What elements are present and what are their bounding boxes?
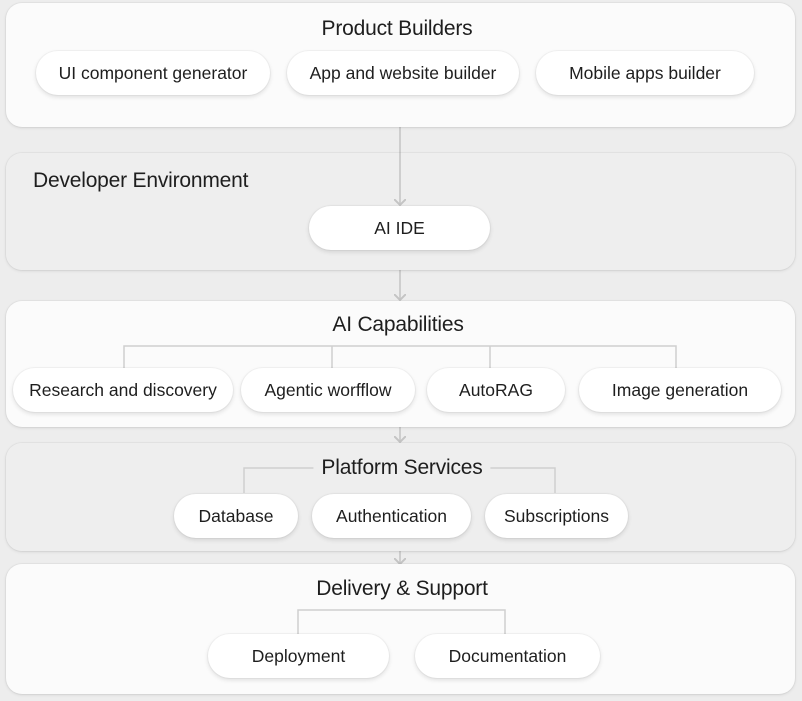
delivery-bracket bbox=[297, 609, 506, 634]
pill-mobile-apps-builder[interactable]: Mobile apps builder bbox=[536, 51, 754, 95]
pill-agentic-workflow[interactable]: Agentic worfflow bbox=[241, 368, 415, 412]
pill-documentation[interactable]: Documentation bbox=[415, 634, 600, 678]
layer-title-ai-capabilities: AI Capabilities bbox=[332, 313, 464, 336]
pill-app-and-website-builder[interactable]: App and website builder bbox=[287, 51, 519, 95]
pill-deployment[interactable]: Deployment bbox=[208, 634, 389, 678]
pill-authentication[interactable]: Authentication bbox=[312, 494, 471, 538]
pill-database[interactable]: Database bbox=[174, 494, 298, 538]
pill-autorag[interactable]: AutoRAG bbox=[427, 368, 565, 412]
pill-image-generation[interactable]: Image generation bbox=[579, 368, 781, 412]
layer-title-delivery-support: Delivery & Support bbox=[308, 577, 496, 601]
layer-title-developer-environment: Developer Environment bbox=[33, 169, 249, 192]
pill-subscriptions[interactable]: Subscriptions bbox=[485, 494, 628, 538]
pill-research-and-discovery[interactable]: Research and discovery bbox=[13, 368, 233, 412]
pill-ai-ide[interactable]: AI IDE bbox=[309, 206, 490, 250]
layer-title-product-builders: Product Builders bbox=[321, 17, 473, 40]
pill-ui-component-generator[interactable]: UI component generator bbox=[36, 51, 270, 95]
ai-capabilities-bracket bbox=[123, 345, 677, 370]
layer-title-platform-services: Platform Services bbox=[313, 456, 491, 480]
